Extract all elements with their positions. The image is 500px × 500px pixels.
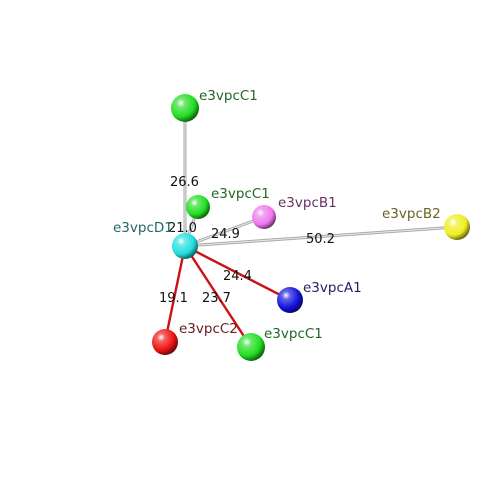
bond-distance-label: 21.0: [168, 221, 197, 236]
atom-label-c1_bot: e3vpcC1: [264, 326, 323, 342]
bond-highlight: [184, 226, 458, 247]
atom-label-b1: e3vpcB1: [278, 195, 337, 211]
atom-sphere-c1_top[interactable]: [171, 94, 199, 122]
bond-c1_bot: [183, 244, 253, 349]
bond-c2: [163, 244, 187, 344]
atom-labels-layer: e3vpcC1 e3vpcC1 e3vpcB1 e3vpcB2 e3vpcD1 e3vpc…: [113, 88, 441, 342]
atom-label-d1: e3vpcD1: [113, 220, 173, 236]
atom-label-a1: e3vpcA1: [303, 280, 362, 296]
bond-labels-layer: 26.6 21.0 24.9 50.2 24.4 19.1 23.7: [159, 175, 335, 306]
atom-sphere-c1_mid[interactable]: [186, 195, 210, 219]
atom-sphere-c2[interactable]: [152, 329, 178, 355]
atom-label-b2: e3vpcB2: [382, 206, 441, 222]
bond-distance-label: 26.6: [170, 175, 199, 190]
atoms-layer: [152, 94, 470, 361]
atom-label-c1_mid: e3vpcC1: [211, 186, 270, 202]
bond-distance-label: 23.7: [202, 291, 231, 306]
bond-a1: [183, 244, 292, 302]
bonds-layer: [163, 106, 459, 349]
bond-distance-label: 50.2: [306, 232, 335, 247]
bond-highlight: [184, 216, 265, 247]
atom-sphere-b1[interactable]: [252, 205, 276, 229]
bond-distance-label: 24.4: [223, 269, 252, 284]
atom-sphere-c1_bot[interactable]: [237, 333, 265, 361]
atom-label-c1_top: e3vpcC1: [199, 88, 258, 104]
atom-sphere-a1[interactable]: [277, 287, 303, 313]
bond-distance-label: 24.9: [211, 227, 240, 242]
atom-label-c2: e3vpcC2: [179, 321, 238, 337]
bond-distance-label: 19.1: [159, 291, 188, 306]
atom-sphere-b2[interactable]: [444, 214, 470, 240]
atom-sphere-d1[interactable]: [172, 233, 198, 259]
